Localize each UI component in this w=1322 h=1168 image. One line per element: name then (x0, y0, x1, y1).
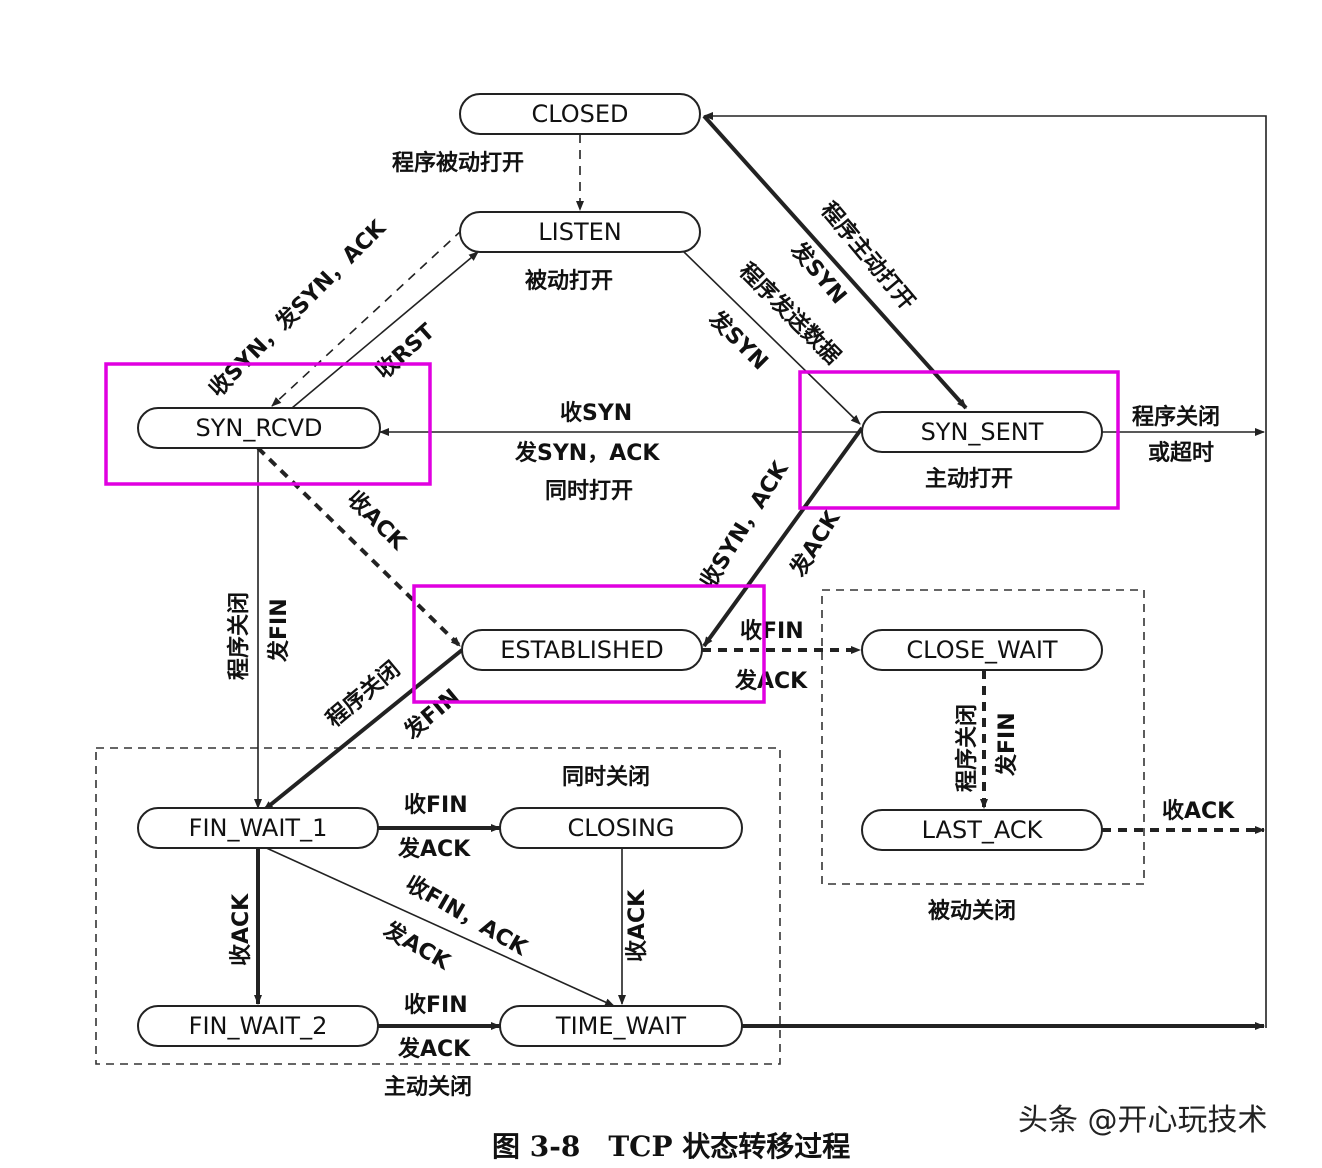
label-active-close: 主动关闭 (384, 1075, 472, 1100)
state-fin-wait-1: FIN_WAIT_1 (137, 807, 379, 849)
label-passive-open: 被动打开 (525, 269, 613, 294)
state-closing: CLOSING (499, 807, 743, 849)
arrow-listen-synsent (683, 251, 861, 425)
state-listen: LISTEN (459, 211, 701, 253)
state-fin-wait-2: FIN_WAIT_2 (137, 1005, 379, 1047)
highlight-established (412, 584, 766, 704)
label-recv-fin-fw1: 收FIN (404, 792, 468, 818)
label-prog-close-timeout-1: 程序关闭 (1132, 404, 1220, 430)
label-recv-fin-fw2: 收FIN (404, 992, 468, 1018)
state-syn-sent-label: SYN_SENT (921, 418, 1044, 446)
label-recv-syn: 收SYN (560, 400, 632, 426)
state-fin-wait-1-label: FIN_WAIT_1 (189, 814, 328, 842)
label-send-synack: 发SYN，ACK (514, 440, 660, 466)
state-syn-rcvd: SYN_RCVD (137, 407, 381, 449)
label-passive-close: 被动关闭 (928, 899, 1016, 924)
state-last-ack: LAST_ACK (861, 809, 1103, 851)
label-prog-close-cw-1: 程序关闭 (954, 704, 980, 792)
state-time-wait-label: TIME_WAIT (555, 1012, 687, 1040)
label-send-syn: 发SYN (785, 236, 852, 309)
watermark: 头条 @开心玩技术 (1018, 1103, 1268, 1138)
state-syn-rcvd-label: SYN_RCVD (196, 414, 323, 442)
arrow-synrcvd-listen (291, 251, 479, 409)
state-established: ESTABLISHED (461, 629, 703, 671)
label-prog-close-timeout-2: 或超时 (1148, 440, 1214, 466)
label-recv-ack-1: 收ACK (342, 486, 412, 556)
return-to-closed-line (703, 112, 1267, 1028)
state-listen-label: LISTEN (538, 218, 621, 246)
state-closed-label: CLOSED (531, 100, 628, 128)
state-last-ack-label: LAST_ACK (922, 816, 1044, 844)
label-recv-finack-2: 发ACK (378, 916, 455, 976)
label-send-syn-2: 发SYN (703, 305, 773, 375)
arrow-closed-synsent (702, 114, 968, 410)
label-recv-ack-closing: 收ACK (624, 889, 650, 962)
label-prog-close-left-1: 程序关闭 (226, 592, 252, 680)
label-prog-close-est-1: 程序关闭 (321, 656, 405, 732)
state-fin-wait-2-label: FIN_WAIT_2 (189, 1012, 328, 1040)
state-close-wait-label: CLOSE_WAIT (906, 636, 1057, 664)
state-established-label: ESTABLISHED (500, 636, 663, 664)
state-closing-label: CLOSING (567, 814, 674, 842)
figure-caption: 图 3-8 TCP 状态转移过程 (492, 1130, 850, 1163)
passive-close-region (821, 589, 1145, 885)
label-recv-fin-est: 收FIN (740, 618, 804, 644)
highlight-syn-rcvd (104, 362, 432, 486)
label-recv-synack-1: 收SYN，ACK (695, 456, 794, 593)
label-active-open: 主动打开 (925, 467, 1013, 492)
highlight-syn-sent (798, 370, 1120, 510)
label-simul-open: 同时打开 (545, 479, 633, 504)
state-time-wait: TIME_WAIT (499, 1005, 743, 1047)
label-recv-ack-last: 收ACK (1162, 798, 1235, 824)
state-syn-sent: SYN_SENT (861, 411, 1103, 453)
arrow-listen-synrcvd (271, 229, 463, 407)
label-recv-synack-2: 发ACK (785, 505, 846, 582)
label-simul-close: 同时关闭 (562, 765, 650, 790)
label-prog-close-left-2: 发FIN (266, 598, 292, 663)
label-passive-open-prog: 程序被动打开 (392, 150, 524, 176)
label-prog-close-cw-2: 发FIN (994, 712, 1020, 777)
label-recv-syn-send-synack: 收SYN，发SYN，ACK (204, 214, 392, 402)
state-closed: CLOSED (459, 93, 701, 135)
arrow-finwait1-timewait (261, 845, 615, 1007)
label-send-ack-fw2: 发ACK (397, 1036, 471, 1062)
label-send-ack-fw1: 发ACK (397, 836, 471, 862)
active-close-region (95, 747, 781, 1065)
arrow-synsent-established (702, 426, 864, 648)
label-recv-ack-fw1: 收ACK (228, 893, 254, 966)
arrow-established-finwait1 (262, 648, 464, 812)
label-send-ack-est: 发ACK (734, 668, 808, 694)
state-close-wait: CLOSE_WAIT (861, 629, 1103, 671)
